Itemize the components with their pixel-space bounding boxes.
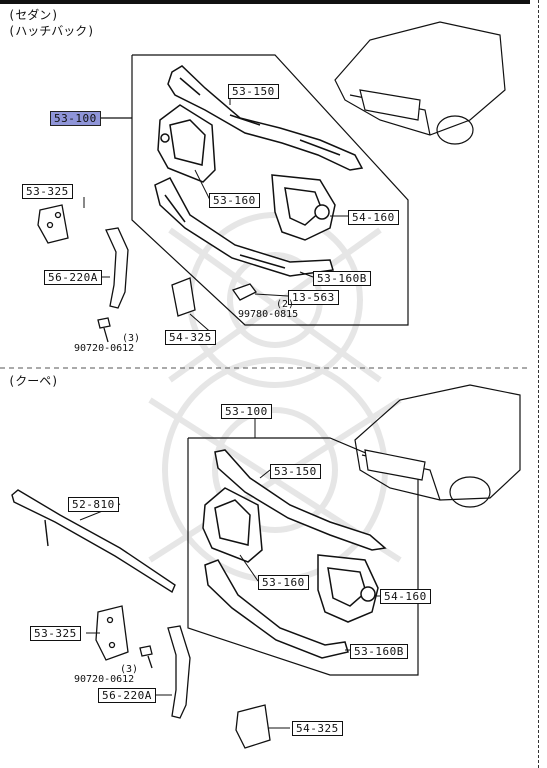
part-label-bottom-panel-left[interactable]: 53-160	[258, 575, 309, 590]
bottom-bolt-icon	[139, 645, 153, 669]
bottom-side-member	[167, 625, 191, 719]
part-label-bottom-panel-right[interactable]: 54-160	[380, 589, 431, 604]
part-label-top-bracket-right[interactable]: 54-325	[165, 330, 216, 345]
top-panel-left	[157, 104, 216, 183]
part-label-top-lower-member[interactable]: 53-160B	[313, 271, 371, 286]
part-label-top-panel-left[interactable]: 53-160	[209, 193, 260, 208]
part-label-bottom-assembly[interactable]: 53-100	[221, 404, 272, 419]
bottom-assembly-frame	[187, 437, 419, 676]
qty-bottom-bolt-b: (3)	[120, 664, 139, 675]
part-label-top-radiator-support-upper[interactable]: 53-150	[228, 84, 279, 99]
part-label-top-bracket-left[interactable]: 53-325	[22, 184, 73, 199]
top-side-member	[105, 227, 129, 309]
section-label-hatchback: (ハッチバック)	[8, 24, 95, 38]
part-number-top-bolt-b[interactable]: 90720-0612	[74, 343, 135, 354]
bottom-panel-right	[317, 554, 379, 623]
part-label-top-assembly[interactable]: 53-100	[50, 111, 101, 126]
qty-top-bolt-b: (3)	[122, 333, 141, 344]
part-label-bottom-bracket-left[interactable]: 53-325	[30, 626, 81, 641]
part-number-top-bolt-a[interactable]: 99780-0815	[238, 309, 299, 320]
part-label-bottom-radiator-support-upper[interactable]: 53-150	[270, 464, 321, 479]
top-bracket-left	[37, 204, 69, 244]
bottom-panel-left	[202, 487, 263, 563]
top-radiator-support-upper	[167, 65, 364, 171]
top-bracket-right	[171, 277, 196, 317]
part-label-bottom-bracket-right[interactable]: 54-325	[292, 721, 343, 736]
part-label-top-side-member[interactable]: 56-220A	[44, 270, 102, 285]
top-panel-right	[271, 174, 336, 241]
bottom-radiator-support-upper	[214, 449, 387, 551]
bottom-lower-member	[204, 559, 349, 659]
bottom-leaders	[79, 469, 380, 729]
part-label-top-panel-right[interactable]: 54-160	[348, 210, 399, 225]
part-number-bottom-bolt-b[interactable]: 90720-0612	[74, 674, 135, 685]
part-label-bottom-grille-support[interactable]: 52-810	[68, 497, 119, 512]
part-label-bottom-lower-member[interactable]: 53-160B	[350, 644, 408, 659]
section-label-coupe: (クーペ)	[8, 374, 59, 388]
top-bolt-icon	[97, 317, 111, 343]
part-label-bottom-side-member[interactable]: 56-220A	[98, 688, 156, 703]
qty-top-bolt-a: (2)	[276, 299, 295, 310]
bottom-car-sketch	[354, 384, 521, 508]
top-assembly-frame	[131, 54, 409, 326]
top-car-sketch	[334, 21, 506, 145]
top-lower-member	[154, 177, 334, 277]
bottom-bracket-left	[95, 605, 129, 661]
part-label-top-clip[interactable]: 13-563	[288, 290, 339, 305]
bottom-bracket-right	[235, 704, 271, 749]
binding-edge	[538, 0, 547, 768]
top-clip	[231, 283, 257, 301]
section-label-sedan: (セダン)	[8, 8, 59, 22]
bottom-grille-support	[11, 489, 176, 594]
top-border	[0, 0, 530, 4]
